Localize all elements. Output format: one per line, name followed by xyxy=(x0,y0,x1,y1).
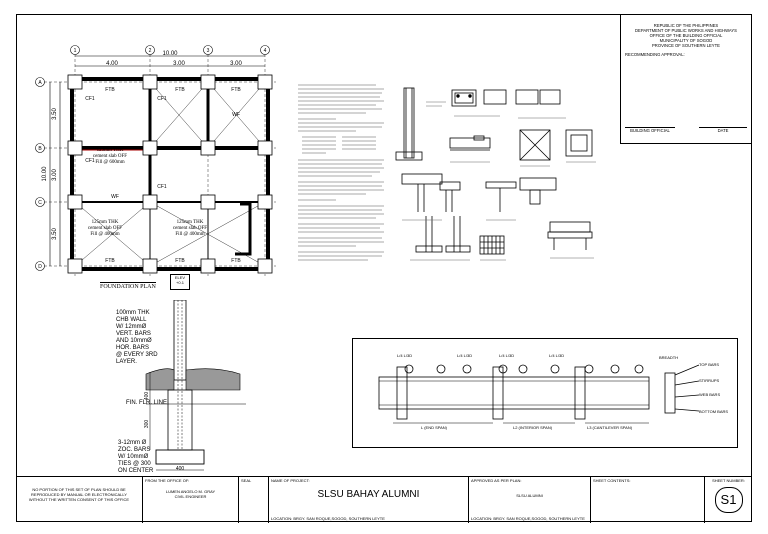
wf-label: WF xyxy=(111,194,119,200)
bottom-bars-label: BOTTOM BARS xyxy=(699,409,729,414)
engineer-name: LUMEN ANGELO M. GRAY xyxy=(165,489,216,494)
approval-block: REPUBLIC OF THE PHILIPPINES DEPARTMENT O… xyxy=(620,14,752,144)
wall-note-2-line-5: ON CENTER xyxy=(118,468,154,474)
typical-details xyxy=(395,87,596,261)
sheet-number: S1 xyxy=(714,487,743,513)
wall-footing-section: 400 300 400 xyxy=(144,300,246,472)
sheet-number-label: SHEET NUMBER: xyxy=(712,478,745,483)
dim-top-2: 3.00 xyxy=(173,61,185,67)
wall-note-1-line-6: HOR. BARS xyxy=(116,345,150,351)
project-cell: NAME OF PROJECT: SLSU BAHAY ALUMNI LOCAT… xyxy=(268,477,468,523)
slab-label-3: 125mm THK cement slab OFF Fill @ 400mm xyxy=(172,220,208,237)
wall-note-1-line-1: 100mm THK xyxy=(116,310,150,316)
building-official-label: BUILDING OFFICIAL xyxy=(625,127,675,133)
fin-floor-label: FIN. FLR. LINE xyxy=(126,400,168,406)
approver-name: SLSU ALUMNI xyxy=(516,493,543,498)
span-interior-label: L2 (INTERIOR SPAN) xyxy=(513,425,553,430)
dim-400-label: 400 xyxy=(144,392,150,401)
date-label: DATE xyxy=(699,127,747,133)
beam-label-2: L/4 L/3D xyxy=(457,353,473,358)
sheet-number-cell: SHEET NUMBER: S1 xyxy=(704,477,752,523)
top-bars-label: TOP BARS xyxy=(699,362,720,367)
disclaimer: NO PORTION OF THIS SET OF PLAN SHOULD BE… xyxy=(28,487,130,502)
beam-detail-box: L/4 L/3D L/4 L/3D L/4 L/3D L/4 L/3D BREA… xyxy=(352,338,738,448)
ftb-label-2: FTB xyxy=(175,87,185,93)
slab-label-2: 125mm THK cement slab OFF Fill @ 400mm xyxy=(87,220,123,237)
beam-label-1: L/4 L/3D xyxy=(397,353,413,358)
grid-row-b: B xyxy=(38,146,42,152)
wall-note-2-line-3: W/ 10mmØ xyxy=(118,454,149,460)
general-notes xyxy=(298,84,384,261)
ftb-label-3: FTB xyxy=(231,87,241,93)
project-location: LOCATION: BRGY. SAN ROQUE,SOGOD, SOUTHER… xyxy=(271,516,385,521)
elevation-tag: ELEV +0.1 xyxy=(170,274,190,290)
engineer-title: CIVIL ENGINEER xyxy=(174,494,207,499)
sheet-contents-label: SHEET CONTENTS: xyxy=(590,477,704,523)
wall-note-1-line-2: CHB WALL xyxy=(116,317,147,323)
wall-note-2-line-1: 3-12mm Ø xyxy=(118,440,147,446)
slab-label-1: 125mm THK cement slab OFF Fill @ 600mm xyxy=(92,148,128,165)
from-office-cell: FROM THE OFFICE OF: LUMEN ANGELO M. GRAY… xyxy=(142,477,238,523)
cf1-label-2: CF1 xyxy=(157,96,167,102)
dim-300-label: 300 xyxy=(144,420,150,429)
cf1-label-4: CF1 xyxy=(157,184,167,190)
wall-note-1-line-5: AND 10mmØ xyxy=(116,338,152,344)
from-office-label: FROM THE OFFICE OF: xyxy=(145,478,190,483)
beam-label-4: L/4 L/3D xyxy=(549,353,565,358)
dim-top-1: 4.00 xyxy=(106,61,118,67)
cf1-label: CF1 xyxy=(85,96,95,102)
web-bars-label: WEB BARS xyxy=(699,392,721,397)
approval-line-2: DEPARTMENT OF PUBLIC WORKS AND HIGHWAYS xyxy=(635,28,737,33)
approval-line-4: MUNICIPALITY OF SOGOD xyxy=(659,38,713,43)
dim-left-2: 3.00 xyxy=(52,169,58,181)
ftb-label: FTB xyxy=(105,87,115,93)
beam-detail-drawing xyxy=(378,364,700,424)
wall-note-1-line-7: @ EVERY 3RD xyxy=(116,352,158,358)
wall-note-1-line-3: W/ 12mmØ xyxy=(116,324,147,330)
approval-line-3: OFFICE OF THE BUILDING OFFICIAL xyxy=(649,33,723,38)
span-end-label: L (END SPAN) xyxy=(421,425,448,430)
title-block: NO PORTION OF THIS SET OF PLAN SHOULD BE… xyxy=(16,476,752,523)
grid-row-c: C xyxy=(38,200,42,206)
dim-top-3: 3.00 xyxy=(230,61,242,67)
approved-cell: APPROVED AS PER PLAN: SLSU ALUMNI LOCATI… xyxy=(468,477,590,523)
plan-title: FOUNDATION PLAN xyxy=(100,282,156,290)
grid-col-2: 2 xyxy=(149,48,152,54)
dim-left-3: 3.50 xyxy=(52,228,58,240)
wall-note-2-line-4: TIES @ 300 xyxy=(118,461,151,467)
grid-col-1: 1 xyxy=(74,48,77,54)
project-label: NAME OF PROJECT: xyxy=(271,478,310,483)
seal-label: SEAL xyxy=(238,477,268,523)
ftb-label-6: FTB xyxy=(231,258,241,264)
span-cantilever-label: L3 (CANTILEVER SPAN) xyxy=(587,425,633,430)
stirrups-label: STIRRUPS xyxy=(699,378,720,383)
wf-label-2: WF xyxy=(232,112,240,118)
approval-line-5: PROVINCE OF SOUTHERN LEYTE xyxy=(652,43,720,48)
approved-label: APPROVED AS PER PLAN: xyxy=(471,478,522,483)
wall-note-1: 100mm THK CHB WALL W/ 12mmØ VERT. BARS A… xyxy=(116,310,176,366)
wall-note-1-line-8: LAYER. xyxy=(116,359,137,365)
wall-note-1-line-4: VERT. BARS xyxy=(116,331,151,337)
dim-left-1: 3.50 xyxy=(52,108,58,120)
foundation-plan: 1 2 3 4 A B C D 10.00 4.00 3.00 3.00 FTB… xyxy=(35,45,276,276)
wall-note-2: 3-12mm Ø ZOC. BARS W/ 10mmØ TIES @ 300 O… xyxy=(118,440,178,475)
beam-label-3: L/4 L/3D xyxy=(499,353,515,358)
width-400-label: 400 xyxy=(176,466,185,472)
approval-line-1: REPUBLIC OF THE PHILIPPINES xyxy=(653,23,719,28)
recommending-label: RECOMMENDING APPROVAL: xyxy=(625,52,685,57)
overall-dim: 10.00 xyxy=(162,51,178,57)
approved-location: LOCATION: BRGY. SAN ROQUE,SOGOD, SOUTHER… xyxy=(471,516,585,521)
grid-col-4: 4 xyxy=(264,48,267,54)
grid-row-d: D xyxy=(38,264,42,270)
dim-left-total: 10.00 xyxy=(42,166,48,182)
breadth-label: BREADTH xyxy=(659,355,679,360)
project-name: SLSU BAHAY ALUMNI xyxy=(317,489,420,500)
grid-row-a: A xyxy=(38,80,42,86)
wall-note-2-line-2: ZOC. BARS xyxy=(118,447,151,453)
ftb-label-4: FTB xyxy=(105,258,115,264)
grid-col-3: 3 xyxy=(207,48,210,54)
ftb-label-5: FTB xyxy=(175,258,185,264)
cf1-label-3: CF1 xyxy=(85,158,95,164)
